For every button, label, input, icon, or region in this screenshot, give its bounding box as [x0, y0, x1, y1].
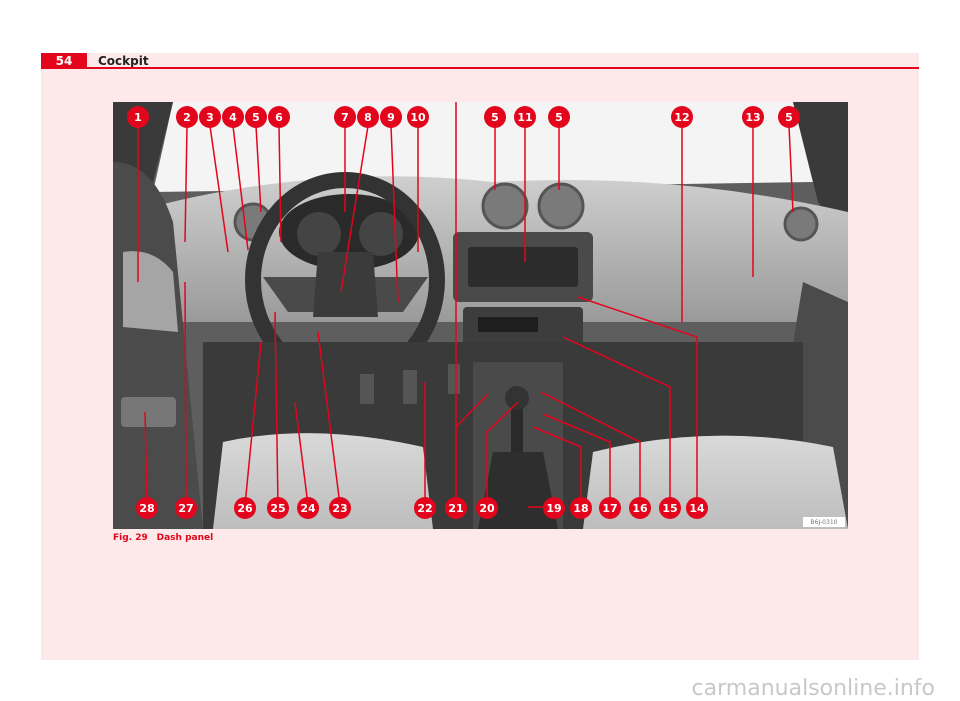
figure-caption: Fig. 29 Dash panel	[113, 533, 213, 543]
callout-8: 8	[364, 111, 372, 124]
callout-5b: 5	[491, 111, 499, 124]
callout-12: 12	[674, 111, 689, 124]
figure-title: Dash panel	[156, 533, 214, 543]
dash-panel-figure: 1 2 3 4 5 6 7 8 9 10 5 11 5 12 13 5 28 2…	[113, 102, 848, 529]
callout-11: 11	[517, 111, 532, 124]
figure-label: Fig. 29	[113, 533, 148, 543]
callout-4: 4	[229, 111, 237, 124]
callout-13: 13	[745, 111, 760, 124]
callout-1: 1	[134, 111, 142, 124]
callout-17: 17	[602, 502, 617, 515]
dash-panel-illustration: 1 2 3 4 5 6 7 8 9 10 5 11 5 12 13 5 28 2…	[113, 102, 848, 529]
callout-27: 27	[178, 502, 193, 515]
callout-5a: 5	[252, 111, 260, 124]
callout-7: 7	[341, 111, 349, 124]
callout-21: 21	[448, 502, 463, 515]
callout-19: 19	[546, 502, 561, 515]
callout-5d: 5	[785, 111, 793, 124]
page-number: 54	[41, 53, 87, 69]
callout-22: 22	[417, 502, 432, 515]
callout-10: 10	[410, 111, 426, 124]
callouts-top: 1 2 3 4 5 6 7 8 9 10 5 11 5 12 13 5	[127, 106, 800, 128]
callout-lines	[137, 125, 794, 322]
callout-25: 25	[270, 502, 285, 515]
header-divider	[87, 67, 919, 69]
callout-3: 3	[206, 111, 214, 124]
callout-24: 24	[300, 502, 316, 515]
callout-26: 26	[237, 502, 253, 515]
callout-2: 2	[183, 111, 191, 124]
callout-20: 20	[479, 502, 495, 515]
callout-6: 6	[275, 111, 283, 124]
image-code: B6J-0310	[811, 519, 838, 526]
callout-16: 16	[632, 502, 648, 515]
callout-5c: 5	[555, 111, 563, 124]
callout-14: 14	[689, 502, 705, 515]
callout-28: 28	[139, 502, 154, 515]
section-title: Cockpit	[98, 54, 149, 68]
callout-15: 15	[662, 502, 677, 515]
watermark: carmanualsonline.info	[691, 676, 935, 701]
callout-23: 23	[332, 502, 347, 515]
callout-18: 18	[573, 502, 588, 515]
callouts-bottom: 28 27 26 25 24 23 22 21 20 19 18 17 16 1…	[136, 497, 708, 519]
callout-9: 9	[387, 111, 395, 124]
